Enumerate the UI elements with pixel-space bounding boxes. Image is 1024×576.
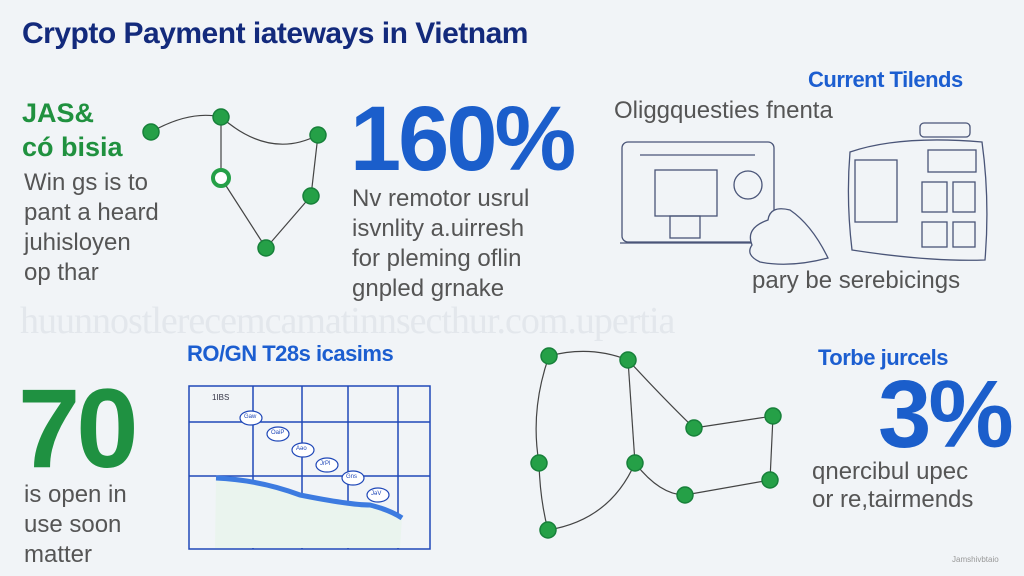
network-node (211, 168, 231, 188)
stat-70-value: 70 (18, 366, 139, 491)
current-trends-caption: pary be serebicings (752, 267, 961, 294)
bubble-label: Aǝo (296, 446, 307, 452)
body-line: op thar (24, 259, 99, 286)
left-body: Win ɡs is to pant a heard juhisloyen op … (24, 168, 159, 288)
body-line: or re,tairmends (812, 486, 974, 513)
left-heading-line: có bisia (22, 132, 123, 162)
network-node (676, 486, 694, 504)
network-node (626, 454, 644, 472)
network-diagram-top (150, 114, 319, 249)
footer-tiny-text: Jamshivbtaio (952, 555, 999, 564)
network-nodes-top (142, 108, 327, 257)
computer-icon (620, 141, 780, 244)
chart-heading: RO/GN T28s icasims (187, 341, 394, 366)
body-line: is open in (24, 481, 127, 508)
network-node (619, 351, 637, 369)
body-line: isvnlity a.uirresh (352, 215, 525, 242)
stat-160-value: 160% (350, 88, 576, 190)
network-nodes-bottom (530, 347, 782, 539)
page-title: Crypto Payment iateways in Vietnam (22, 17, 528, 50)
network-node (685, 419, 703, 437)
body-line: Nv remotor usrul (352, 185, 530, 212)
chart-bubbles (239, 410, 390, 503)
body-line: Win ɡs is to (24, 169, 149, 196)
current-trends-subtitle: Oliggquesties fnenta (614, 97, 833, 124)
bubble-label: OaiP (271, 430, 285, 436)
network-node (302, 187, 320, 205)
network-node (540, 347, 558, 365)
body-line: use soon (24, 511, 122, 538)
left-heading: JAS& có bisia (22, 96, 123, 164)
cloud-icon (749, 208, 829, 265)
chart-area (215, 478, 402, 548)
watermark-text: huunnostlerecemcamatinnsecthur.com.upert… (20, 300, 675, 342)
body-line: matter (24, 541, 93, 568)
chart-corner-label: 1IBS (212, 393, 230, 402)
bubble-label: Gaw (244, 414, 257, 420)
payment-terminal-icon (847, 122, 988, 261)
body-line: pant a heard (24, 199, 159, 226)
network-node (539, 521, 557, 539)
stat-3-body: qnercibul upec or re,tairmends (812, 458, 973, 514)
network-node (764, 407, 782, 425)
network-node (530, 454, 548, 472)
stat-160-body: Nv remotor usrul isvnlity a.uirresh for … (352, 184, 529, 304)
left-heading-line: JAS& (22, 98, 95, 128)
stat-3-heading: Torbe jurcels (818, 345, 949, 370)
network-diagram-bottom (535, 350, 774, 531)
body-line: gnpled grnake (352, 275, 505, 302)
bubble-label: JǝV (371, 491, 382, 497)
body-line: for pleming oflin (352, 245, 522, 272)
stat-3-value: 3% (878, 361, 1014, 468)
current-trends-heading: Current Tilends (808, 67, 963, 92)
network-node (257, 239, 275, 257)
chart-line (215, 475, 404, 521)
body-line: qnercibul upec (812, 458, 969, 485)
body-line: juhisloyen (24, 229, 131, 256)
bubble-label: Gns (346, 474, 358, 480)
network-node (212, 108, 230, 126)
network-node (761, 471, 779, 489)
stat-70-body: is open in use soon matter (24, 480, 127, 570)
network-node (142, 123, 160, 141)
network-node (309, 126, 327, 144)
bubble-label: JrPl (320, 461, 331, 467)
